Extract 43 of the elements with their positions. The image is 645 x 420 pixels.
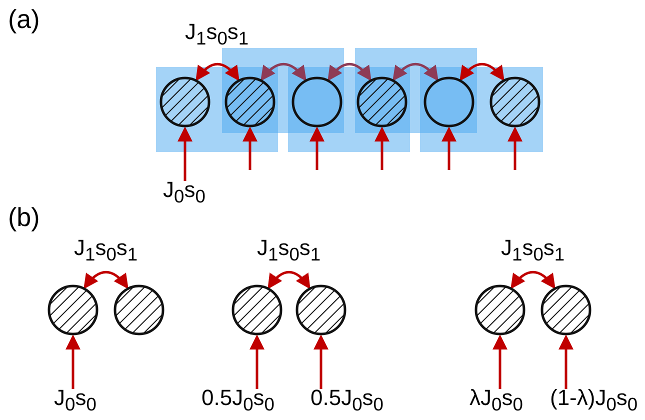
arrow [66, 334, 80, 389]
arrow [314, 334, 328, 389]
hatched-circle [159, 76, 211, 128]
arrow [178, 126, 192, 181]
edge-label: J$_{1}$s$_{0}$s$_{1}$ [501, 236, 565, 266]
arrow [250, 334, 264, 389]
hatched-circle [231, 284, 283, 336]
hatched-circle [224, 76, 276, 128]
term-label: J$_{0}$s$_{0}$ [163, 178, 206, 208]
arrow [508, 126, 522, 170]
double-arrow [196, 62, 240, 82]
double-arrow [392, 62, 439, 82]
term-label: J$_{0}$s$_{0}$ [54, 386, 96, 416]
hatched-circle [489, 76, 541, 128]
hatched-circle [47, 284, 99, 336]
hatched-circle [540, 284, 592, 336]
double-arrow [260, 62, 307, 82]
term-label: 0.5J$_{0}$s$_{0}$ [310, 386, 384, 416]
circle [291, 76, 343, 128]
arrow [442, 126, 456, 170]
hatched-circle [356, 76, 408, 128]
term-label: λJ$_{0}$s$_{0}$ [470, 386, 523, 416]
edge-label: J$_{1}$s$_{0}$s$_{1}$ [74, 236, 138, 266]
hatched-circle [113, 284, 165, 336]
hatched-circle [474, 284, 526, 336]
circle [423, 76, 475, 128]
arrow [492, 334, 508, 389]
double-arrow [459, 62, 505, 82]
edge-label: J$_{1}$s$_{0}$s$_{1}$ [257, 236, 321, 266]
term-label: (1-λ)J$_{0}$s$_{0}$ [550, 386, 638, 416]
arrow [374, 126, 390, 170]
edge-label: J$_{1}$s$_{0}$s$_{1}$ [185, 20, 249, 50]
panel-label: (b) [8, 202, 40, 232]
double-arrow [268, 270, 310, 290]
double-arrow [510, 270, 556, 290]
arrow [242, 126, 258, 170]
hatched-circle [295, 284, 347, 336]
panel-label: (a) [8, 4, 40, 34]
arrow [558, 334, 574, 389]
arrow [310, 126, 324, 170]
double-arrow [83, 270, 129, 290]
term-label: 0.5J$_{0}$s$_{0}$ [202, 386, 274, 416]
double-arrow [328, 62, 372, 82]
